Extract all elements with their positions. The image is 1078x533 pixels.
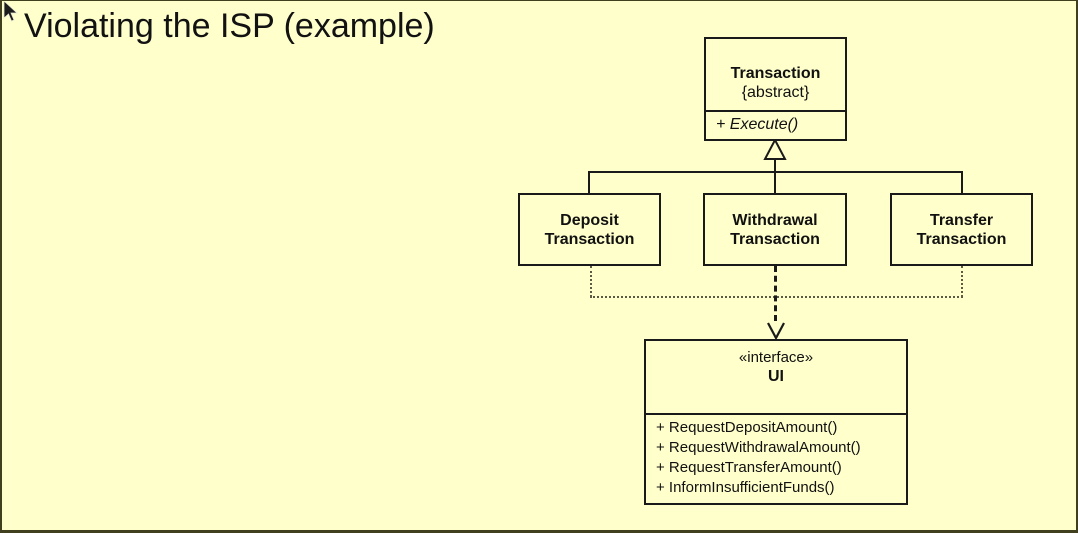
dependency-stem-deposit [590,266,592,297]
ui-operation-request-withdrawal-amount: + RequestWithdrawalAmount() [656,439,861,456]
transaction-class-name: Transaction [730,65,821,82]
uml-class-transaction[interactable]: Transaction {abstract} + Execute() [704,37,847,141]
mouse-pointer-icon [3,1,19,22]
generalization-arrowhead-icon [763,139,787,160]
withdrawal-name-compartment: Withdrawal Transaction [705,195,845,264]
deposit-class-name-line1: Deposit [560,211,619,229]
withdrawal-class-name-line1: Withdrawal [732,211,818,229]
page-title: Violating the ISP (example) [24,7,435,45]
uml-interface-ui[interactable]: «interface» UI + RequestDepositAmount() … [644,339,908,505]
generalization-drop-deposit [588,171,590,194]
ui-operation-request-transfer-amount: + RequestTransferAmount() [656,459,842,476]
transfer-class-name-line1: Transfer [929,211,994,229]
transaction-operations-compartment: + Execute() [706,110,845,139]
ui-interface-name: UI [768,368,784,385]
transfer-name-compartment: Transfer Transaction [892,195,1031,264]
ui-operations-compartment: + RequestDepositAmount() + RequestWithdr… [646,413,906,505]
deposit-name-compartment: Deposit Transaction [520,195,659,264]
transaction-name-compartment: Transaction {abstract} [706,39,845,110]
transaction-abstract-modifier: {abstract} [741,84,810,101]
deposit-class-name-line2: Transaction [544,230,635,248]
transfer-class-name-line2: Transaction [916,230,1007,248]
withdrawal-class-name-line2: Transaction [730,230,820,248]
uml-class-transfer-transaction[interactable]: Transfer Transaction [890,193,1033,266]
dependency-stem-transfer [961,266,963,297]
ui-name-compartment: «interface» UI [646,341,906,413]
generalization-drop-transfer [961,171,963,194]
transaction-operation-execute: + Execute() [716,116,799,133]
uml-class-deposit-transaction[interactable]: Deposit Transaction [518,193,661,266]
ui-operation-inform-insufficient-funds: + InformInsufficientFunds() [656,479,835,496]
uml-class-withdrawal-transaction[interactable]: Withdrawal Transaction [703,193,847,266]
generalization-drop-withdrawal [774,171,776,194]
dependency-arrowhead-icon [767,322,785,341]
dependency-stem-withdrawal [774,266,777,321]
ui-operation-request-deposit-amount: + RequestDepositAmount() [656,419,838,436]
ui-stereotype: «interface» [738,349,814,366]
